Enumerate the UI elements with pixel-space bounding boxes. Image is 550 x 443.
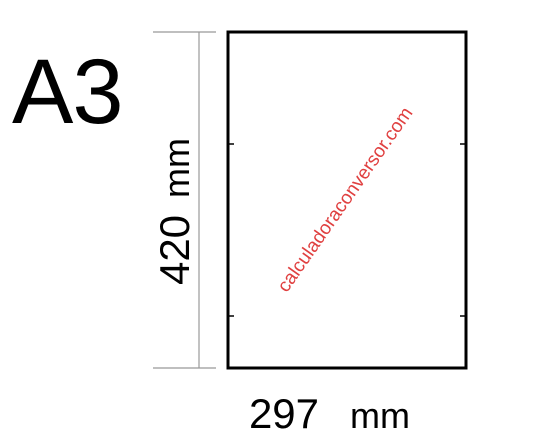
paper-size-label: A3: [12, 41, 124, 143]
height-value-label: 420: [151, 215, 198, 285]
paper-sheet: [226, 30, 468, 370]
height-unit-label: mm: [156, 138, 197, 198]
width-value-label: 297: [249, 390, 319, 437]
width-unit-label: mm: [350, 395, 410, 436]
